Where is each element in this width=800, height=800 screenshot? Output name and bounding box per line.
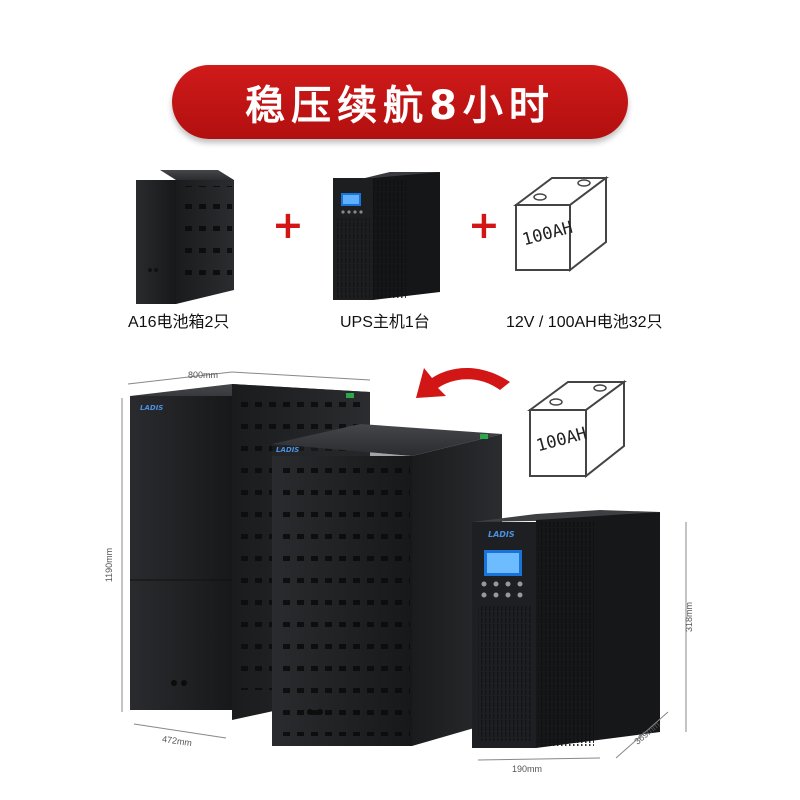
- plus-icon: +: [272, 203, 304, 247]
- banner-title: 稳压续航8小时: [245, 83, 555, 129]
- dim-ups-width: 190mm: [512, 764, 543, 774]
- battery-cabinet-small: [136, 170, 234, 304]
- caption-battery-cabinet: A16电池箱2只: [128, 314, 230, 331]
- dim-cabinet-width: 800mm: [188, 370, 219, 380]
- battery-icon: [513, 176, 609, 273]
- red-arrow-icon: [416, 368, 510, 398]
- caption-battery: 12V / 100AH电池32只: [506, 314, 663, 331]
- dimension-lines: [121, 371, 687, 761]
- plus-icon: +: [468, 203, 500, 247]
- dim-cabinet-height: 1190mm: [104, 547, 115, 583]
- battery-icon-large: [526, 380, 628, 479]
- title-banner: 稳压续航8小时: [172, 65, 628, 139]
- caption-ups: UPS主机1台: [340, 314, 430, 331]
- battery-cabinet-front: [272, 424, 502, 746]
- brand-logo: LADIS: [276, 446, 300, 454]
- brand-logo: LADIS: [488, 530, 515, 539]
- dim-ups-height: 318mm: [684, 601, 695, 633]
- brand-logo: LADIS: [140, 404, 164, 412]
- ups-unit-large: [472, 510, 660, 748]
- ups-unit-small: [333, 172, 440, 300]
